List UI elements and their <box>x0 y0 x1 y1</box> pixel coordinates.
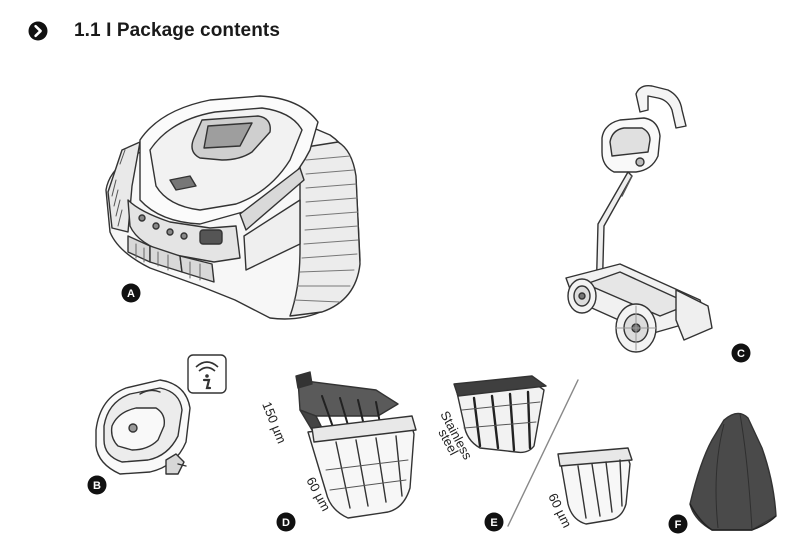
marker-e-letter: E <box>490 517 497 529</box>
marker-a: A <box>121 283 141 303</box>
chevron-right-circle-icon <box>28 21 48 41</box>
marker-f-letter: F <box>675 519 682 531</box>
protective-cover-illustration <box>689 412 777 531</box>
label-150-micron: 150 µm <box>259 400 289 446</box>
marker-a-letter: A <box>127 288 135 300</box>
marker-b: B <box>87 475 107 495</box>
filter-baskets-steel-illustration <box>453 375 633 527</box>
marker-c: C <box>731 343 751 363</box>
pool-robot-illustration <box>105 95 361 320</box>
marker-d: D <box>276 512 296 532</box>
power-supply-illustration <box>95 379 191 475</box>
wifi-info-icon <box>187 354 227 394</box>
marker-b-letter: B <box>93 480 101 492</box>
trolley-caddy-illustration <box>565 84 713 353</box>
marker-d-letter: D <box>282 517 290 529</box>
marker-f: F <box>668 514 688 534</box>
filter-baskets-illustration <box>295 371 417 519</box>
section-heading: 1.1 I Package contents <box>28 18 280 44</box>
marker-e: E <box>484 512 504 532</box>
section-title: 1.1 I Package contents <box>74 20 281 41</box>
marker-c-letter: C <box>737 348 745 360</box>
